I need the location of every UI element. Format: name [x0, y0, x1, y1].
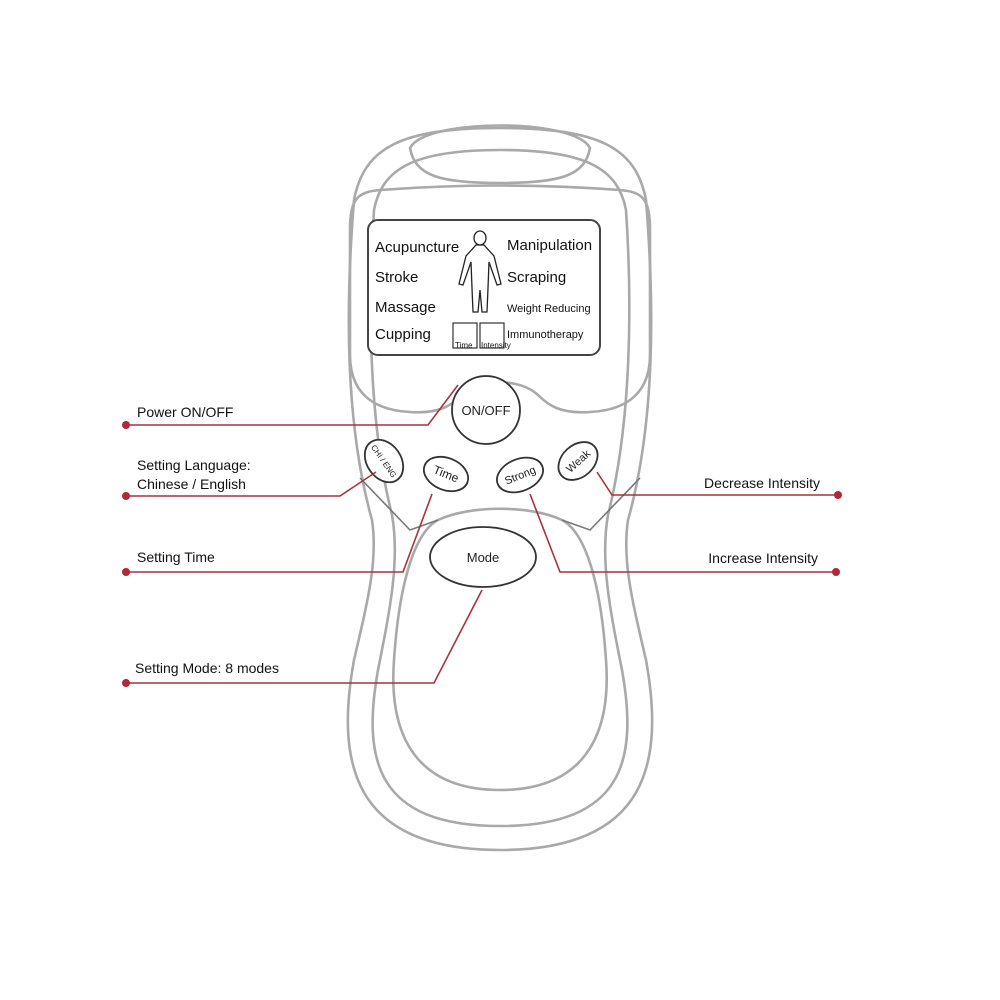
lcd-screen: Acupuncture Stroke Massage Cupping Manip…: [367, 219, 601, 356]
mode-label-right: Immunotherapy: [507, 329, 584, 341]
mode-label-left: Stroke: [375, 269, 418, 286]
leader-endpoint-dot: [122, 492, 130, 500]
language-button[interactable]: CHI / ENG: [357, 432, 411, 489]
callout-decrease: Decrease Intensity: [704, 475, 820, 491]
lower-button-panel: [392, 507, 608, 792]
top-sensor-window: [408, 124, 592, 185]
human-body-icon: [458, 230, 502, 313]
time-indicator-box: [452, 322, 478, 349]
strong-button[interactable]: Strong: [492, 451, 548, 499]
leader-language: [126, 471, 377, 497]
intensity-indicator-label: Intensity: [481, 341, 511, 350]
callout-increase: Increase Intensity: [708, 550, 818, 566]
weak-button[interactable]: Weak: [551, 434, 605, 487]
leader-endpoint-dot: [122, 421, 130, 429]
callout-labels: Power ON/OFF Setting Language: Chinese /…: [135, 404, 820, 676]
mode-label-left: Massage: [375, 299, 436, 316]
mode-label-right: Scraping: [507, 269, 566, 286]
lcd-display: [367, 219, 601, 356]
screen-bezel: [348, 184, 652, 414]
mode-label-left: Cupping: [375, 326, 431, 343]
leader-power: [126, 384, 459, 426]
callout-language-line2: Chinese / English: [137, 476, 246, 492]
mode-label-right: Manipulation: [507, 237, 592, 254]
time-indicator-label: Time: [455, 341, 473, 350]
mode-button-label: Mode: [467, 550, 500, 565]
panel-divider-left: [359, 477, 439, 531]
intensity-indicator-box: [479, 322, 505, 349]
mode-label-left: Acupuncture: [375, 239, 459, 256]
callout-power: Power ON/OFF: [137, 404, 233, 420]
leader-mode: [126, 589, 483, 684]
leader-increase: [529, 493, 836, 573]
leader-lines: [122, 384, 842, 687]
callout-language-line1: Setting Language:: [137, 457, 251, 473]
leader-endpoint-dot: [122, 568, 130, 576]
leader-time: [126, 493, 433, 573]
on-off-button-label: ON/OFF: [461, 403, 510, 418]
mode-button[interactable]: Mode: [429, 526, 537, 588]
callout-mode: Setting Mode: 8 modes: [135, 660, 279, 676]
mode-label-right: Weight Reducing: [507, 303, 591, 315]
callout-time: Setting Time: [137, 549, 215, 565]
on-off-button[interactable]: ON/OFF: [451, 375, 521, 445]
leader-endpoint-dot: [834, 491, 842, 499]
leader-endpoint-dot: [122, 679, 130, 687]
leader-endpoint-dot: [832, 568, 840, 576]
time-button[interactable]: Time: [419, 451, 474, 498]
leader-decrease: [596, 471, 838, 496]
